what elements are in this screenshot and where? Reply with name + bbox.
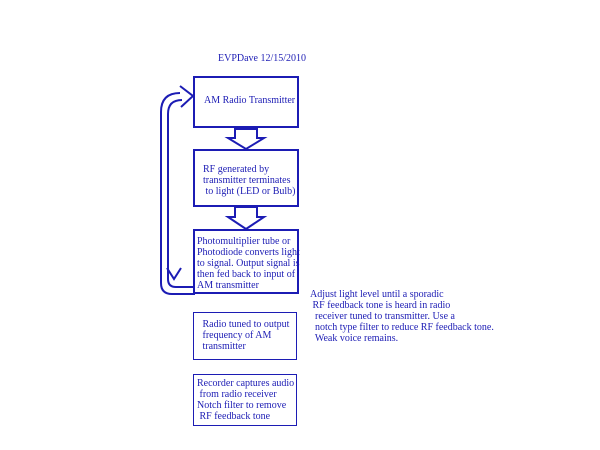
transmitter-label: AM Radio Transmitter xyxy=(204,95,296,106)
down-arrow-2 xyxy=(224,206,268,231)
rf-generated-box: RF generated by transmitter terminates t… xyxy=(193,149,299,207)
recorder-label: Recorder captures audio from radio recei… xyxy=(197,378,295,422)
author-date-label: EVPDave 12/15/2010 xyxy=(218,53,307,64)
transmitter-box: AM Radio Transmitter xyxy=(193,76,299,128)
adjust-note: Adjust light level until a sporadic RF f… xyxy=(310,289,494,344)
radio-tuned-label: Radio tuned to output frequency of AM tr… xyxy=(202,319,290,352)
down-arrow-1 xyxy=(224,128,268,151)
recorder-box: Recorder captures audio from radio recei… xyxy=(193,374,297,426)
rf-generated-label: RF generated by transmitter terminates t… xyxy=(203,164,296,197)
photodetector-box: Photomultiplier tube or Photodiode conve… xyxy=(193,229,300,294)
radio-tuned-box: Radio tuned to output frequency of AM tr… xyxy=(193,312,297,360)
photodetector-label: Photomultiplier tube or Photodiode conve… xyxy=(197,236,300,291)
feedback-loop-arrow xyxy=(160,85,195,295)
